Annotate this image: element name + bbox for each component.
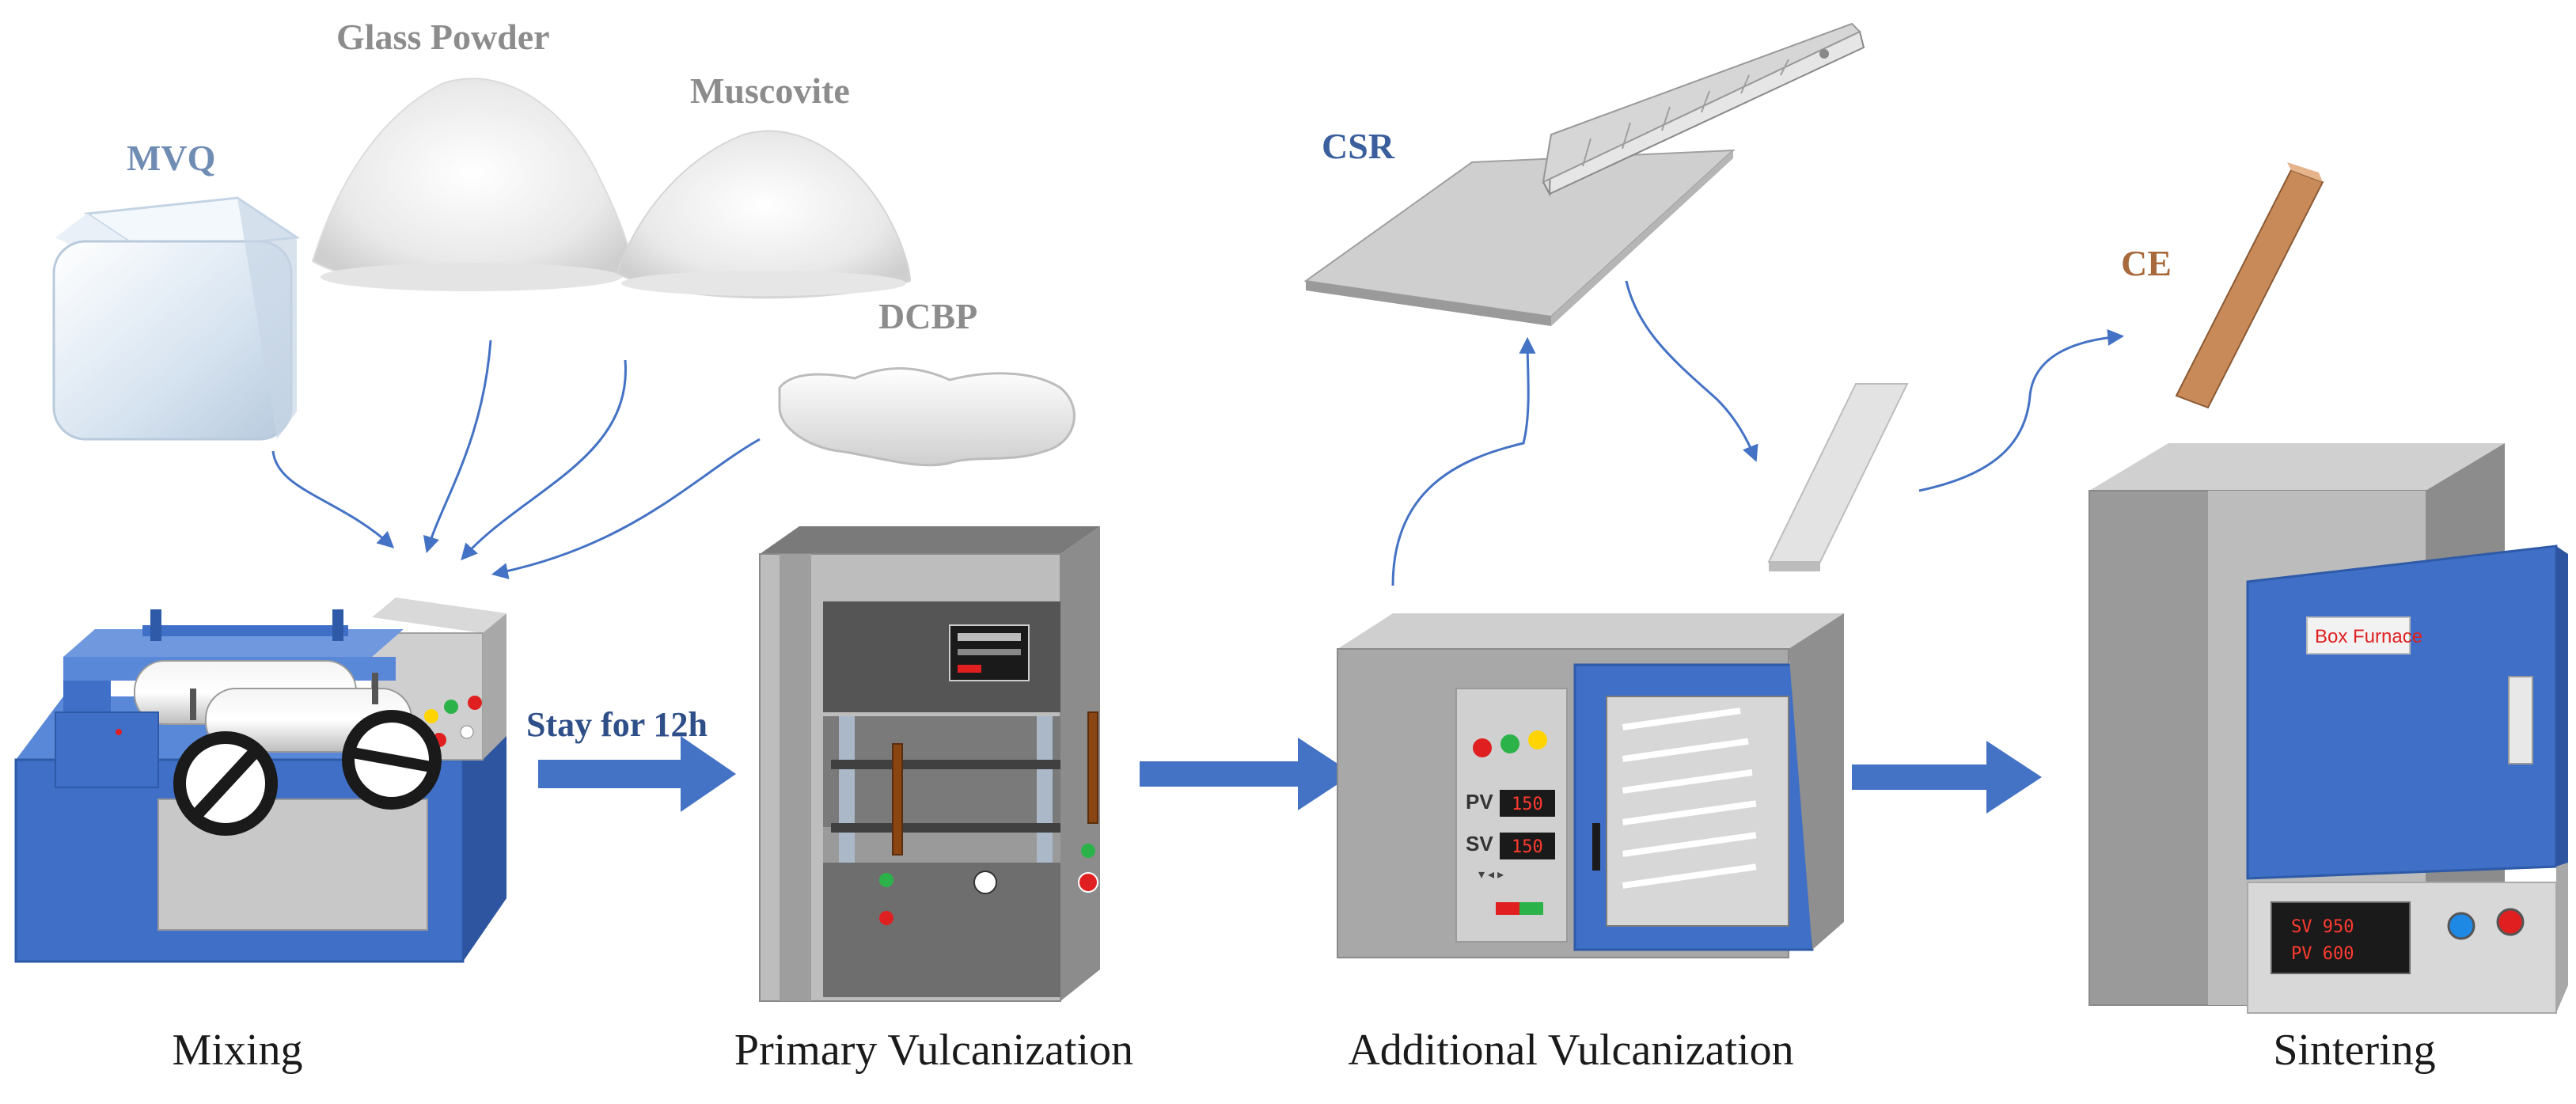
- label-mvq: MVQ: [127, 138, 215, 178]
- oven-sv-value: 150: [1512, 837, 1543, 857]
- furnace-pv-readout: PV 600: [2291, 944, 2354, 964]
- dcbp-blob-icon: [778, 367, 1076, 467]
- ce-strip-icon: [2175, 162, 2324, 409]
- label-muscovite: Muscovite: [690, 70, 850, 111]
- furnace-sv-readout: SV 950: [2291, 917, 2354, 937]
- label-glass-powder: Glass Powder: [336, 17, 550, 57]
- glass-powder-pile-icon: [311, 78, 635, 291]
- oven-pv-value: 150: [1512, 795, 1543, 814]
- strip-to-ce-arrow: [1918, 328, 2125, 492]
- csr-sheet-icon: [1303, 149, 1736, 326]
- stage-label-sintering: Sintering: [2273, 1026, 2435, 1075]
- handwheel-icon: [342, 710, 442, 810]
- label-ce: CE: [2121, 243, 2172, 283]
- vulcanizing-oven-machine: PV 150 SV 150 ▾ ◂ ▸: [1337, 613, 1844, 958]
- two-roll-mill-machine: [14, 598, 506, 963]
- oven-sv-label: SV: [1466, 832, 1493, 856]
- svg-text:▾ ◂ ▸: ▾ ◂ ▸: [1478, 868, 1504, 882]
- stay-for-12h-label: Stay for 12h: [526, 705, 708, 744]
- process-arrow-3: [1852, 741, 2042, 814]
- furnace-plate-text: Box Furnace: [2315, 626, 2422, 647]
- oven-to-csr-arrow: [1391, 336, 1536, 586]
- stage-label-mixing: Mixing: [173, 1026, 303, 1075]
- stage-label-additional-vulcanization: Additional Vulcanization: [1348, 1026, 1793, 1075]
- label-csr: CSR: [1322, 126, 1395, 166]
- mvq-cube-icon: [52, 196, 301, 441]
- csr-strip-icon: [1767, 383, 1909, 571]
- oven-pv-label: PV: [1466, 790, 1493, 814]
- stage-label-primary-vulcanization: Primary Vulcanization: [734, 1026, 1133, 1075]
- label-dcbp: DCBP: [878, 296, 977, 336]
- feed-arrows: [271, 340, 761, 579]
- process-arrow-1: [538, 736, 736, 812]
- process-arrow-2: [1140, 738, 1353, 810]
- cutter-blade-icon: [1542, 22, 1865, 197]
- box-furnace-machine: Box Furnace SV 950 PV 600: [2088, 443, 2568, 1014]
- muscovite-pile-icon: [616, 130, 912, 299]
- handwheel-icon: [173, 731, 278, 836]
- vulcanizing-press-machine: [759, 526, 1100, 1002]
- csr-to-strip-arrow: [1625, 280, 1758, 462]
